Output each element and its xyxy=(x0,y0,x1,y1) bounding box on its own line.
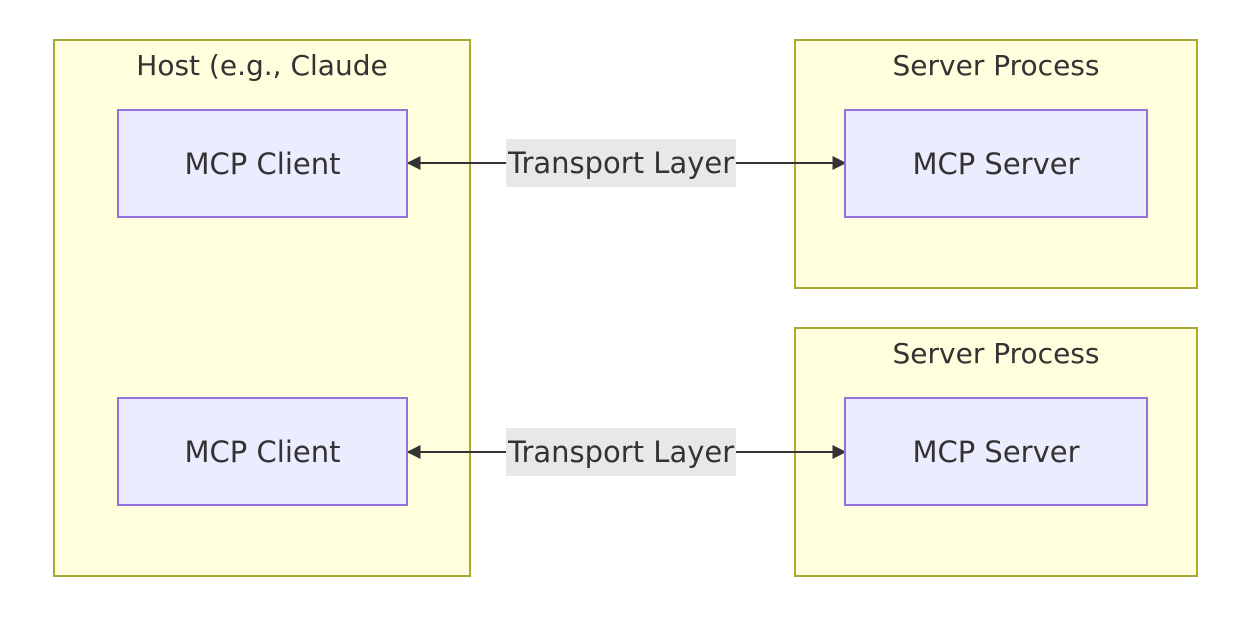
mcp-client-node-2: MCP Client xyxy=(117,397,408,506)
host-cluster-title: Host (e.g., Claude Desktop) xyxy=(136,49,388,82)
transport-layer-label-1: Transport Layer xyxy=(506,139,737,187)
mcp-server-node-2: MCP Server xyxy=(844,397,1148,506)
server-process-title-2: Server Process xyxy=(892,337,1100,370)
server-process-title-1: Server Process xyxy=(892,49,1100,82)
mcp-server-node-1: MCP Server xyxy=(844,109,1148,218)
mcp-client-node-1: MCP Client xyxy=(117,109,408,218)
transport-layer-label-2: Transport Layer xyxy=(506,428,737,476)
